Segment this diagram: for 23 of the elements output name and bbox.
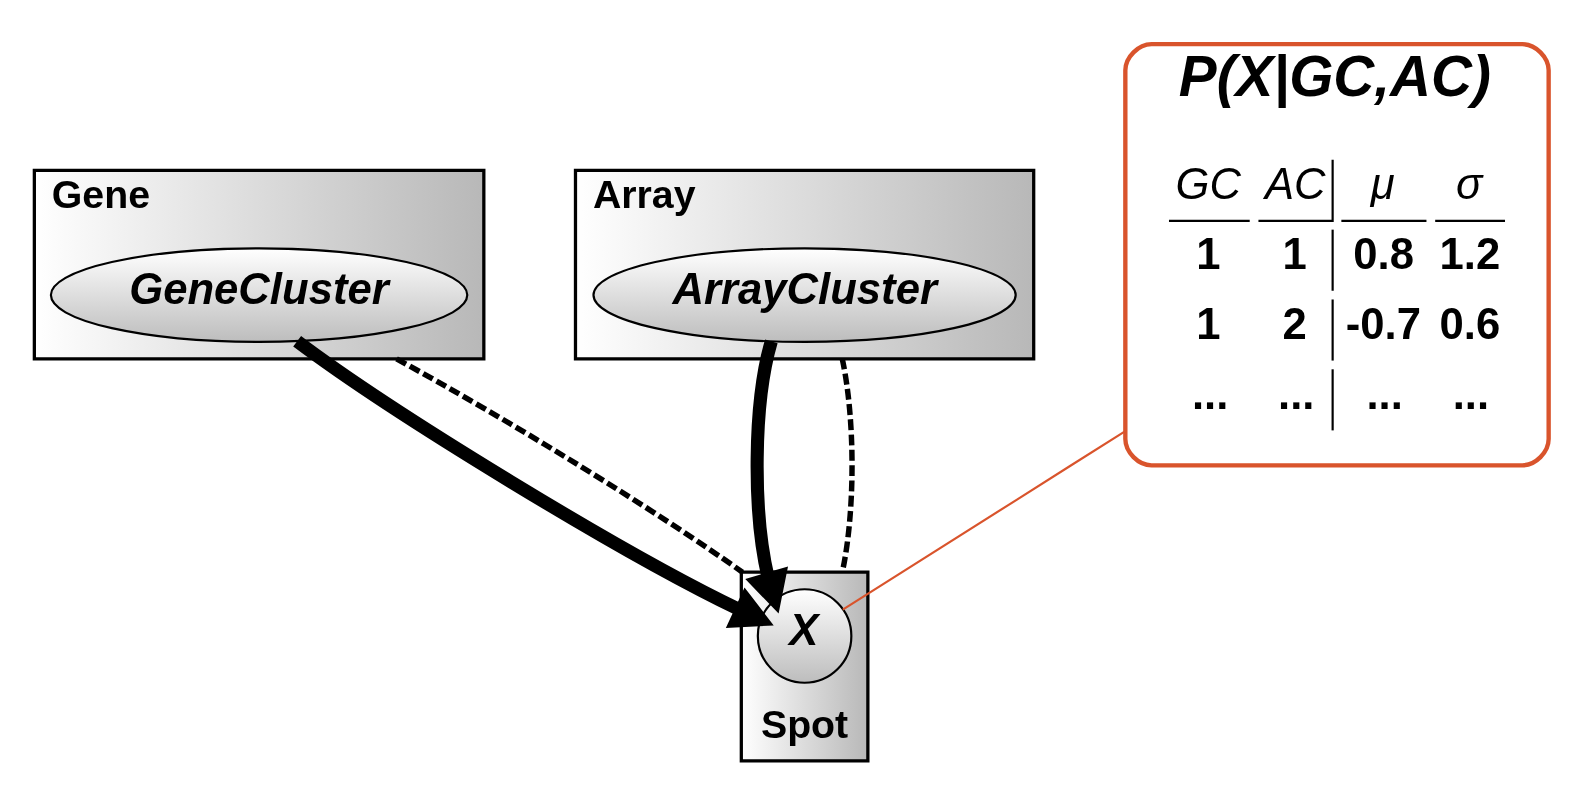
- label: AC: [1264, 160, 1326, 209]
- arrow: [745, 339, 789, 614]
- connector: [395, 356, 745, 575]
- label: 0.8: [1353, 229, 1415, 278]
- label: ...: [1366, 369, 1403, 418]
- label: μ: [1370, 160, 1395, 209]
- label: -0.7: [1345, 299, 1421, 348]
- label: ...: [1191, 369, 1229, 418]
- label: 1: [1282, 229, 1307, 278]
- label: 0.6: [1439, 299, 1501, 348]
- label: ...: [1452, 369, 1490, 418]
- node-ellipse: ArrayCluster: [592, 247, 1017, 343]
- label: GC: [1175, 160, 1241, 209]
- node-ellipse: GeneCluster: [49, 247, 469, 343]
- label: 1: [1196, 229, 1221, 278]
- node-circle: X: [756, 588, 853, 684]
- label: 1: [1196, 299, 1221, 348]
- label: ...: [1278, 369, 1315, 418]
- label: 2: [1282, 299, 1307, 348]
- label: σ: [1455, 160, 1483, 209]
- arrow: [293, 336, 774, 628]
- label: 1.2: [1439, 229, 1501, 278]
- connector: [842, 430, 1126, 611]
